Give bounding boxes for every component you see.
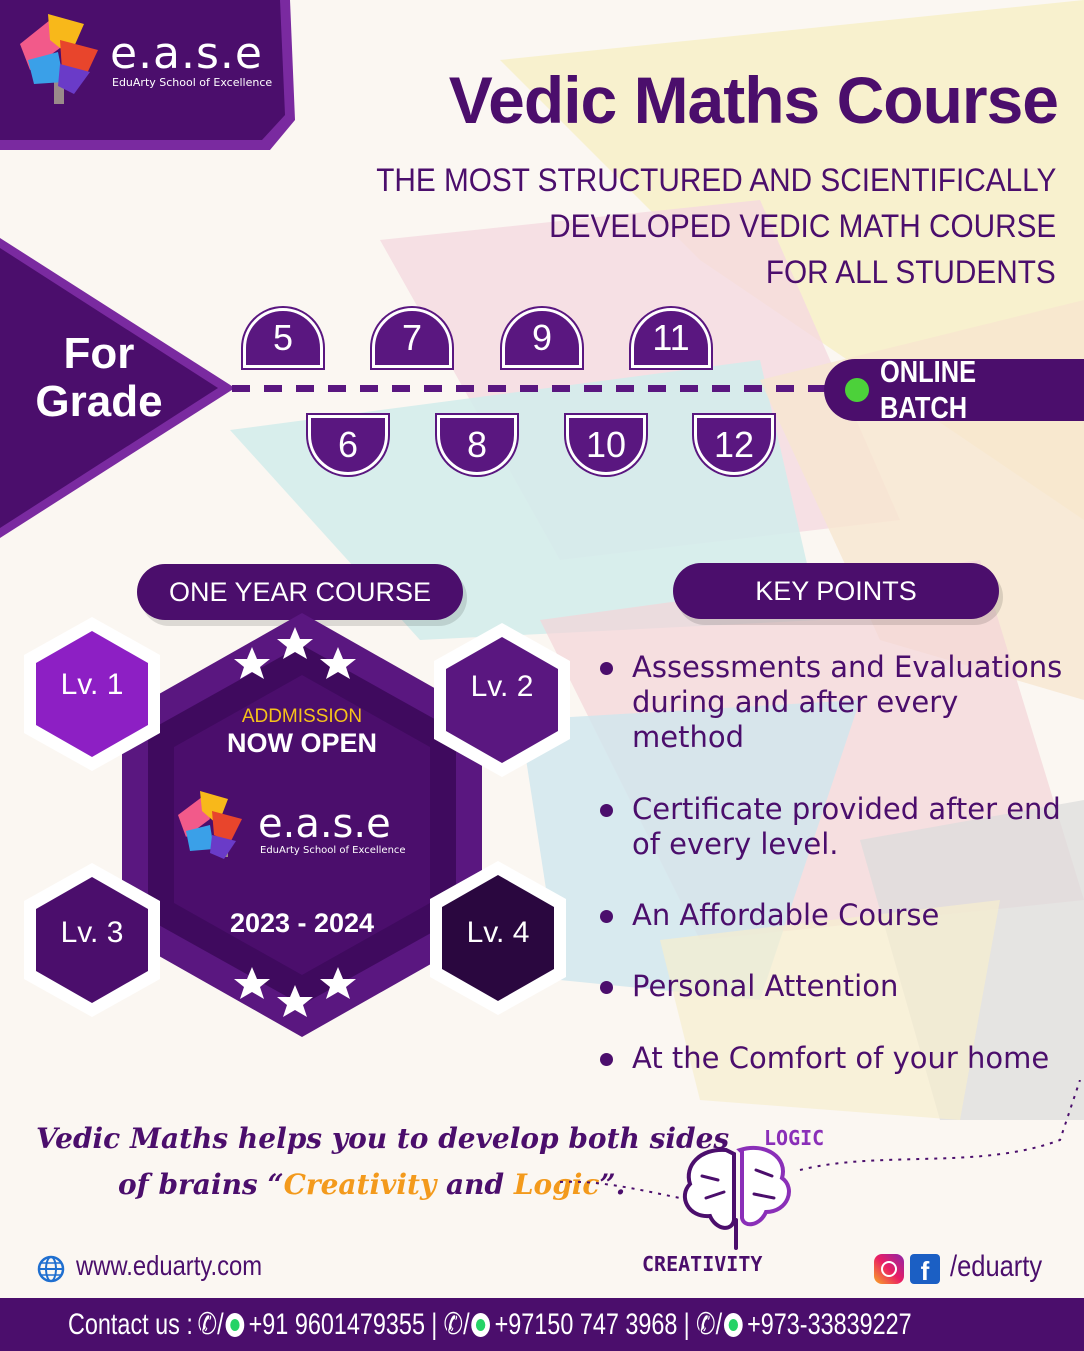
level-4-label: Lv. 4 xyxy=(466,916,530,949)
grade-timeline xyxy=(232,385,832,392)
key-point-2: Certificate provided after end of every … xyxy=(600,792,1075,862)
grade-11: 11 xyxy=(631,308,711,368)
subtitle-line-3: FOR ALL STUDENTS xyxy=(766,254,1056,290)
key-point-1: Assessments and Evaluations during and a… xyxy=(600,650,1075,755)
page-title: Vedic Maths Course xyxy=(448,63,1059,137)
bullet-icon xyxy=(600,662,613,675)
ease-logo-icon xyxy=(20,14,98,104)
grade-label: Grade xyxy=(35,377,163,426)
course-year: 2023 - 2024 xyxy=(229,908,375,938)
bullet-icon xyxy=(600,910,613,923)
subtitle-line-1: THE MOST STRUCTURED AND SCIENTIFICALLY xyxy=(375,162,1056,198)
one-year-course-label: ONE YEAR COURSE xyxy=(168,576,432,607)
brand-name: e.a.s.e xyxy=(110,28,263,79)
logic-label: LOGIC xyxy=(764,1126,825,1150)
globe-icon xyxy=(37,1255,65,1283)
now-open-label: NOW OPEN xyxy=(226,728,377,758)
social-handle[interactable]: /eduarty xyxy=(950,1250,1043,1283)
level-4-hexagon xyxy=(430,861,566,1015)
ease-logo-icon-center xyxy=(178,791,242,859)
grade-5: 5 xyxy=(243,308,323,368)
level-2-hexagon xyxy=(434,623,570,777)
phone-icon: ✆ xyxy=(197,1308,218,1341)
logic-word: Logic xyxy=(513,1168,600,1201)
level-2-label: Lv. 2 xyxy=(470,670,534,703)
contact-footer: Contact us : ✆/ +91 9601479355 | ✆/ +971… xyxy=(0,1298,1084,1351)
brain-tagline-line-2: of brains “Creativity and Logic”. xyxy=(118,1168,626,1201)
online-batch-label: ONLINE BATCH xyxy=(880,354,977,425)
grade-9: 9 xyxy=(502,308,582,368)
key-points-label: KEY POINTS xyxy=(755,575,917,606)
logo-panel xyxy=(0,0,295,150)
key-point-5: At the Comfort of your home xyxy=(600,1041,1075,1076)
center-brand-tagline: EduArty School of Excellence xyxy=(260,845,406,856)
level-3-hexagon xyxy=(24,863,160,1017)
brain-tagline-line-1: Vedic Maths helps you to develop both si… xyxy=(36,1122,730,1155)
brain-icon xyxy=(560,1080,1081,1250)
center-brand-name: e.a.s.e xyxy=(258,801,391,847)
phone-number-2[interactable]: +97150 747 3968 xyxy=(494,1307,678,1341)
key-point-3: An Affordable Course xyxy=(600,898,1075,933)
level-1-hexagon xyxy=(24,617,160,771)
facebook-icon[interactable]: f xyxy=(910,1254,940,1286)
one-year-course-pill: ONE YEAR COURSE xyxy=(137,564,463,620)
phone-number-3[interactable]: +973-33839227 xyxy=(747,1307,912,1341)
key-points-pill: KEY POINTS xyxy=(673,563,999,619)
for-label: For xyxy=(63,329,135,378)
grade-triangle xyxy=(0,238,235,538)
website-link[interactable]: www.eduarty.com xyxy=(76,1250,263,1281)
whatsapp-icon xyxy=(723,1312,743,1337)
online-batch-badge: ONLINE BATCH xyxy=(824,354,1084,425)
bullet-icon xyxy=(600,981,613,994)
phone-number-1[interactable]: +91 9601479355 xyxy=(248,1307,425,1341)
admission-label: ADDMISSION xyxy=(241,706,363,727)
for-grade-label: For Grade xyxy=(14,330,184,426)
subtitle-line-2: DEVELOPED VEDIC MATH COURSE xyxy=(548,208,1056,244)
bullet-icon xyxy=(600,1053,613,1066)
course-hexagon-graphic: e.a.s.e EduArty School of Excellence xyxy=(24,613,570,1037)
grade-7: 7 xyxy=(372,308,452,368)
whatsapp-icon xyxy=(471,1312,490,1337)
contact-label: Contact us : xyxy=(68,1307,193,1341)
key-point-4: Personal Attention xyxy=(600,969,1075,1004)
creativity-label: CREATIVITY xyxy=(642,1252,763,1276)
grade-6: 6 xyxy=(308,415,388,475)
star-icon xyxy=(234,627,356,1017)
bullet-icon xyxy=(600,804,613,817)
phone-icon: ✆ xyxy=(695,1308,716,1341)
level-3-label: Lv. 3 xyxy=(60,916,124,949)
instagram-icon[interactable] xyxy=(874,1254,904,1284)
whatsapp-icon xyxy=(225,1312,244,1337)
creativity-word: Creativity xyxy=(283,1168,437,1201)
phone-icon: ✆ xyxy=(443,1308,464,1341)
brand-tagline: EduArty School of Excellence xyxy=(112,76,273,89)
level-1-label: Lv. 1 xyxy=(60,668,124,701)
online-status-dot-icon xyxy=(845,378,869,402)
